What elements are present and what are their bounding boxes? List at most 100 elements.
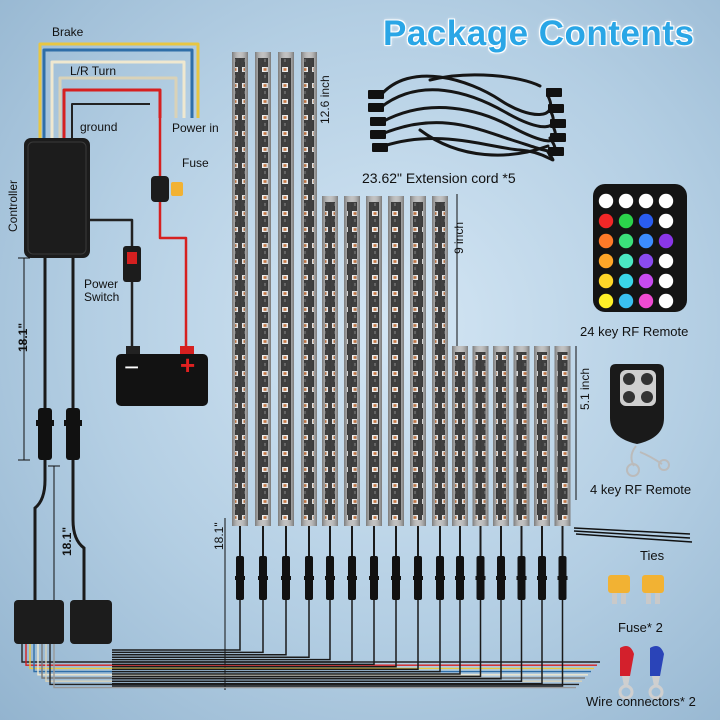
controller-leads xyxy=(33,258,86,600)
brake-wire-label: Brake xyxy=(52,25,84,39)
remote-key xyxy=(658,193,674,209)
page-title: Package Contents xyxy=(383,14,695,53)
strip-lead xyxy=(112,526,379,666)
bus-wires xyxy=(21,644,600,689)
remote-key xyxy=(598,253,614,269)
remote-key xyxy=(658,233,674,249)
controller-label: Controller xyxy=(6,179,20,232)
lead-connectors xyxy=(36,408,82,460)
led-strip-mid xyxy=(432,196,448,526)
long-strip-length: 12.6 inch xyxy=(318,75,332,124)
remote-key xyxy=(638,293,654,309)
remote-key xyxy=(638,233,654,249)
led-strip-mid xyxy=(322,196,338,526)
strip-lead xyxy=(112,526,568,687)
remote-key xyxy=(598,273,614,289)
strip-leads xyxy=(112,526,568,687)
remote-key xyxy=(658,273,674,289)
strip-lead xyxy=(112,526,401,668)
remote-key xyxy=(618,193,634,209)
remote-24-keys xyxy=(598,193,674,309)
ties-label: Ties xyxy=(640,548,665,563)
strip-lead xyxy=(112,526,357,663)
led-strip-mid xyxy=(410,196,426,526)
remote-24-key xyxy=(593,184,687,312)
short-strip-length: 5.1 inch xyxy=(578,367,592,410)
bus-wire xyxy=(49,644,579,686)
lead-length-lower: 18.1" xyxy=(60,526,74,556)
battery-plus-sign: + xyxy=(180,350,196,380)
strip-lead xyxy=(112,526,527,682)
strip-lead xyxy=(112,526,486,678)
battery xyxy=(116,346,208,406)
led-strip-mid xyxy=(344,196,360,526)
strip-lead xyxy=(112,526,423,670)
remote-key xyxy=(598,293,614,309)
junction-blocks xyxy=(14,600,112,644)
extension-cords xyxy=(378,73,557,162)
spare-fuses xyxy=(608,575,664,604)
led-strip-short xyxy=(513,346,530,526)
remote-key xyxy=(618,253,634,269)
led-strip-mid xyxy=(366,196,382,526)
battery-minus-sign: − xyxy=(124,352,140,382)
fuse-holder xyxy=(151,176,183,202)
remote-key xyxy=(658,253,674,269)
bus-wire xyxy=(25,644,597,666)
led-strip-short xyxy=(534,346,550,526)
led-strip-mid xyxy=(388,196,404,526)
lead-length-upper: 18.1" xyxy=(16,322,30,352)
ground-wire-label: ground xyxy=(80,120,118,134)
led-strip-short xyxy=(554,346,571,526)
remote-key xyxy=(658,293,674,309)
wire-connectors-label: Wire connectors* 2 xyxy=(586,694,696,709)
cable-ties xyxy=(573,527,693,543)
strip-lead xyxy=(112,526,465,675)
wire-connectors xyxy=(618,646,664,700)
remote-key xyxy=(638,193,654,209)
remote-key xyxy=(618,293,634,309)
remote-key xyxy=(598,233,614,249)
strip-lead xyxy=(112,526,445,673)
power-switch xyxy=(123,246,141,282)
remote-key xyxy=(618,273,634,289)
remote-4-label: 4 key RF Remote xyxy=(590,482,692,497)
strip-lead xyxy=(112,526,245,651)
led-strip-short xyxy=(472,346,489,526)
led-strip-long xyxy=(278,52,294,526)
extension-cord-label: 23.62" Extension cord *5 xyxy=(362,170,516,186)
strip-lead-length: 18.1" xyxy=(212,522,226,550)
turn-wire-label: L/R Turn xyxy=(70,64,117,78)
strip-lead xyxy=(112,526,335,661)
remote-key xyxy=(618,213,634,229)
dimension-marks xyxy=(18,56,577,690)
power-switch-label: Power Switch xyxy=(84,277,120,304)
fuse-spare-label: Fuse* 2 xyxy=(618,620,663,635)
remote-key xyxy=(658,213,674,229)
remote-key xyxy=(638,213,654,229)
harness-wires xyxy=(38,42,200,356)
strip-lead xyxy=(112,526,291,656)
remote-key xyxy=(638,273,654,289)
strip-lead xyxy=(112,526,506,680)
remote-4-key xyxy=(610,364,670,477)
bus-wire xyxy=(37,644,588,676)
extension-cord-plugs xyxy=(368,88,566,156)
controller-box xyxy=(24,138,90,258)
remote-key xyxy=(618,233,634,249)
strip-lead xyxy=(112,526,547,685)
power-in-label: Power in xyxy=(172,121,219,135)
led-strip-short xyxy=(452,346,468,526)
led-strip-long xyxy=(301,52,317,526)
bus-wire xyxy=(53,644,576,689)
led-strip-long xyxy=(232,52,248,526)
remote-key xyxy=(598,213,614,229)
led-strip-short xyxy=(493,346,509,526)
remote-key xyxy=(638,253,654,269)
bus-wire xyxy=(21,644,600,663)
led-strip-long xyxy=(255,52,271,526)
bus-wire xyxy=(29,644,594,670)
strip-lead xyxy=(112,526,314,658)
